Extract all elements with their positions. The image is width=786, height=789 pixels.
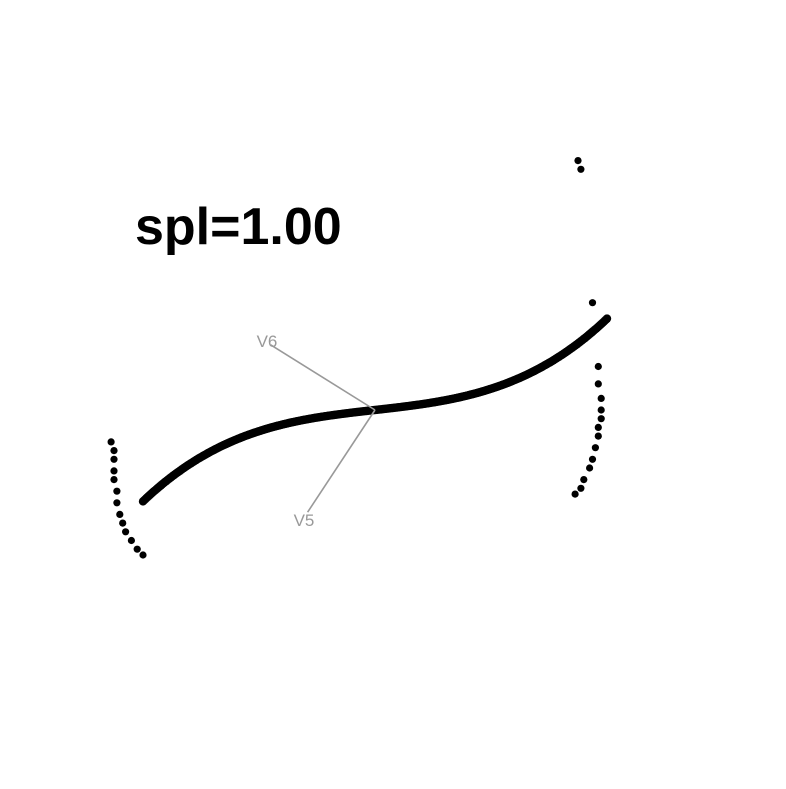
data-point	[113, 499, 121, 507]
data-point	[139, 551, 147, 559]
data-point	[597, 406, 605, 414]
data-points	[107, 157, 612, 559]
data-point	[602, 314, 612, 323]
data-point	[577, 484, 585, 492]
data-point	[110, 467, 118, 475]
data-point	[594, 432, 602, 440]
data-point	[127, 536, 135, 545]
data-point	[588, 299, 597, 307]
data-point	[110, 476, 118, 484]
data-point	[597, 394, 605, 402]
axis-line	[306, 409, 376, 513]
axis-label: V6	[257, 332, 278, 351]
axis-label: V5	[294, 511, 315, 530]
data-point	[580, 476, 588, 484]
spline-annotation: spl=1.00	[135, 198, 342, 256]
data-point	[586, 464, 594, 472]
data-point	[116, 510, 124, 518]
data-point	[594, 380, 602, 388]
data-point	[107, 438, 115, 446]
data-point	[594, 362, 602, 371]
data-point	[113, 487, 121, 495]
data-point	[591, 444, 600, 452]
data-point	[588, 455, 597, 463]
data-point	[577, 165, 585, 173]
data-point	[594, 423, 602, 431]
data-point	[119, 519, 127, 527]
data-point	[110, 455, 118, 463]
data-point	[133, 545, 141, 553]
data-point	[110, 447, 118, 455]
data-point	[574, 157, 582, 165]
data-point	[597, 415, 605, 423]
data-point	[571, 490, 579, 498]
data-point	[122, 528, 130, 536]
axis-line	[270, 344, 376, 411]
